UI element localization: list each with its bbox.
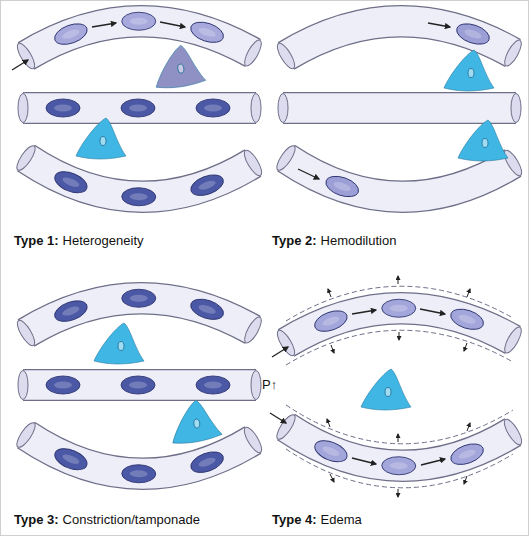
- capillary-arched: [274, 21, 524, 71]
- red-cell: [121, 376, 155, 394]
- flow-arrow: [160, 22, 185, 27]
- red-cell: [52, 297, 90, 326]
- capillary-straight: [278, 94, 521, 123]
- type-name: Constriction/tamponade: [63, 512, 200, 527]
- leak-arrow: [399, 332, 400, 340]
- panel-caption-row: Type 1: Heterogeneity: [14, 233, 144, 248]
- flow-arrow: [270, 413, 286, 423]
- flow-arrow: [428, 23, 450, 27]
- pressure-label: P↑: [262, 377, 277, 392]
- red-cell: [188, 18, 226, 46]
- flow-arrow: [420, 309, 445, 314]
- flow-arrow: [92, 23, 116, 27]
- flow-arrows: [298, 23, 450, 179]
- red-cell: [312, 436, 350, 465]
- red-cell: [46, 99, 80, 117]
- leak-arrow: [398, 489, 399, 497]
- panel-caption-row: Type 2: Hemodilution: [272, 233, 396, 248]
- tissue-cell: [94, 323, 144, 364]
- red-cell: [52, 167, 90, 196]
- red-cell: [121, 99, 155, 117]
- flow-arrows: [272, 309, 445, 357]
- panel-caption-row: Type 4: Edema: [272, 512, 362, 527]
- leak-arrow: [398, 276, 399, 284]
- red-cell: [122, 187, 156, 206]
- red-cell: [122, 289, 156, 307]
- red-cell: [188, 448, 226, 477]
- capillary-group: [272, 276, 524, 365]
- type-number: Type 1:: [14, 233, 59, 248]
- panel-constriction: [14, 289, 265, 483]
- red-cell: [188, 295, 226, 323]
- panel-caption-row: Type 3: Constriction/tamponade: [14, 512, 200, 527]
- leak-arrow: [398, 434, 399, 442]
- flow-arrows: [270, 413, 445, 465]
- leak-arrow: [464, 343, 467, 351]
- flow-arrow: [272, 347, 288, 357]
- panel-edema: [270, 276, 525, 497]
- flow-arrow: [352, 310, 376, 314]
- flow-arrow: [421, 459, 445, 465]
- red-cell: [52, 444, 90, 473]
- tissue-cell: [444, 50, 494, 91]
- leak-arrow: [330, 474, 334, 482]
- leak-arrow: [331, 345, 334, 353]
- red-cell: [448, 440, 486, 469]
- red-cell: [323, 172, 361, 200]
- red-cell: [448, 305, 486, 333]
- capillary-straight: [18, 371, 261, 400]
- leak-arrow: [328, 289, 331, 297]
- capillary-straight: [18, 94, 261, 123]
- red-cell: [196, 376, 230, 394]
- tissue-cell: [458, 120, 508, 161]
- tissue-cell: [76, 118, 126, 159]
- type-number: Type 4:: [272, 512, 317, 527]
- capillary-group: [270, 405, 525, 497]
- type-name: Heterogeneity: [63, 233, 144, 248]
- red-cell: [312, 307, 350, 336]
- flow-arrow: [12, 60, 28, 70]
- red-cell: [454, 20, 492, 48]
- red-cell: [122, 12, 156, 30]
- flow-arrows: [12, 22, 185, 70]
- tissue-cell: [166, 397, 222, 446]
- leak-arrows: [328, 276, 470, 353]
- red-cell: [122, 464, 156, 483]
- type-name: Hemodilution: [321, 233, 397, 248]
- flow-arrow: [352, 458, 376, 464]
- red-cell: [382, 456, 416, 475]
- leak-arrow: [327, 419, 330, 427]
- type-number: Type 3:: [14, 512, 59, 527]
- leak-arrow: [467, 423, 470, 431]
- type-name: Edema: [321, 512, 362, 527]
- red-cell: [196, 99, 230, 117]
- red-cell: [382, 299, 416, 317]
- leak-arrow: [467, 289, 470, 297]
- panel-heterogeneity: [12, 12, 265, 206]
- red-cell: [52, 20, 90, 49]
- red-cell: [46, 376, 80, 394]
- tissue-cell: [361, 369, 411, 410]
- leak-arrows: [327, 419, 470, 497]
- pressure-mark-row: P↑: [262, 377, 277, 392]
- leak-arrow: [464, 476, 467, 484]
- flow-arrow: [298, 169, 319, 179]
- panel-hemodilution: [274, 20, 525, 201]
- tissue-cell: [151, 43, 206, 91]
- red-cell: [188, 171, 226, 200]
- edema-outline: [286, 405, 513, 444]
- type-number: Type 2:: [272, 233, 317, 248]
- edema-outline: [286, 330, 513, 365]
